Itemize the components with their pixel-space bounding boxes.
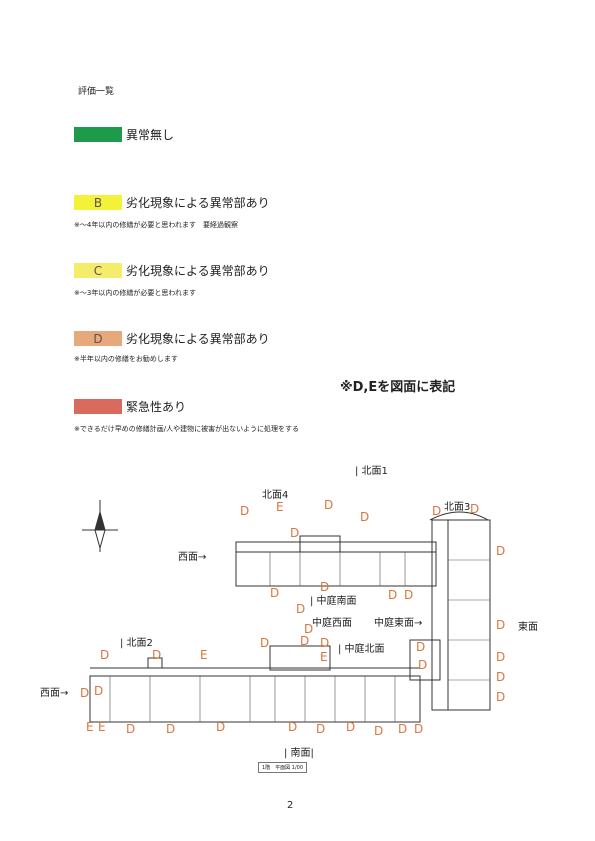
damage-mark: D bbox=[470, 502, 480, 516]
legend-note-e: ※できるだけ早めの修繕計画/人や建物に被害が出ないように処理をする bbox=[74, 425, 299, 433]
damage-mark: D bbox=[418, 658, 428, 672]
legend-row-e: 緊急性あり bbox=[74, 398, 186, 415]
damage-mark: D bbox=[496, 670, 506, 684]
label-north1: | 北面1 bbox=[355, 466, 388, 477]
damage-mark: D bbox=[346, 720, 356, 734]
legend-note-b: ※～4年以内の修繕が必要と思われます 要経過観察 bbox=[74, 221, 238, 229]
damage-mark: E bbox=[276, 500, 284, 514]
legend-row-b: B 劣化現象による異常部あり bbox=[74, 194, 270, 211]
damage-mark: E bbox=[320, 650, 328, 664]
damage-mark: D bbox=[496, 618, 506, 632]
damage-mark: D bbox=[300, 634, 310, 648]
damage-mark: D bbox=[320, 580, 330, 594]
legend-label-a: 異常無し bbox=[126, 128, 175, 142]
page-number: 2 bbox=[287, 800, 294, 811]
damage-mark: D bbox=[496, 690, 506, 704]
damage-mark: D bbox=[398, 722, 408, 736]
legend-grade-c: C bbox=[93, 263, 103, 278]
damage-mark: E bbox=[86, 720, 94, 734]
damage-mark: D bbox=[316, 722, 326, 736]
damage-mark: D bbox=[126, 722, 136, 736]
plan-east-wing bbox=[431, 519, 491, 711]
damage-mark: D bbox=[166, 722, 176, 736]
plan-court-link bbox=[269, 645, 331, 671]
damage-mark: D bbox=[324, 498, 334, 512]
damage-mark: D bbox=[94, 684, 104, 698]
legend-swatch-e bbox=[74, 399, 122, 414]
damage-mark: D bbox=[388, 588, 398, 602]
plan-north-bay bbox=[299, 535, 341, 553]
damage-mark: D bbox=[414, 722, 424, 736]
legend-note-d: ※半年以内の修繕をお勧めします bbox=[74, 355, 178, 363]
plan-north-wing bbox=[235, 541, 437, 587]
legend-grade-a: A bbox=[93, 127, 103, 142]
plan-court-east bbox=[409, 639, 441, 681]
label-court-north: | 中庭北面 bbox=[338, 644, 385, 655]
legend-label-c: 劣化現象による異常部あり bbox=[126, 264, 270, 278]
page-heading: 評価一覧 bbox=[78, 87, 115, 97]
legend-grade-d: D bbox=[93, 331, 103, 346]
damage-mark: E bbox=[200, 648, 208, 662]
damage-mark: D bbox=[432, 504, 442, 518]
label-east: 東面 bbox=[518, 622, 538, 633]
label-court-south: | 中庭南面 bbox=[310, 596, 357, 607]
label-north4: 北面4 bbox=[262, 490, 289, 501]
legend-swatch-c: C bbox=[74, 263, 122, 278]
label-west-north: 西面→ bbox=[178, 552, 207, 563]
label-court-west: 中庭西面 bbox=[312, 618, 352, 629]
legend-row-c: C 劣化現象による異常部あり bbox=[74, 262, 270, 279]
plan-room-dividers bbox=[109, 552, 490, 722]
damage-mark: D bbox=[496, 650, 506, 664]
compass-icon bbox=[82, 500, 118, 552]
legend-grade-b: B bbox=[93, 195, 103, 210]
damage-mark: D bbox=[374, 724, 384, 738]
damage-mark: E bbox=[98, 720, 106, 734]
legend-label-d: 劣化現象による異常部あり bbox=[126, 332, 270, 346]
damage-mark: D bbox=[80, 686, 90, 700]
damage-mark: D bbox=[260, 636, 270, 650]
damage-mark: D bbox=[152, 648, 162, 662]
damage-mark: D bbox=[416, 640, 426, 654]
label-court-east: 中庭東面→ bbox=[374, 618, 423, 629]
label-south: | 南面| bbox=[284, 748, 314, 759]
damage-mark: D bbox=[320, 636, 330, 650]
damage-mark: D bbox=[404, 588, 414, 602]
legend-swatch-d: D bbox=[74, 331, 122, 346]
label-north2: | 北面2 bbox=[120, 638, 153, 649]
plan-south-wing bbox=[89, 675, 421, 723]
label-west-south: 西面→ bbox=[40, 688, 69, 699]
legend-note-c: ※～3年以内の修繕が必要と思われます bbox=[74, 289, 196, 297]
legend-row-a: A 異常無し bbox=[74, 126, 174, 143]
damage-mark: D bbox=[360, 510, 370, 524]
label-north3: 北面3 bbox=[444, 502, 471, 513]
damage-mark: D bbox=[304, 622, 314, 636]
legend-row-d: D 劣化現象による異常部あり bbox=[74, 330, 270, 347]
damage-mark: D bbox=[290, 526, 300, 540]
plan-east-stair-curve bbox=[429, 511, 489, 521]
damage-mark: D bbox=[270, 586, 280, 600]
legend-label-b: 劣化現象による異常部あり bbox=[126, 196, 270, 210]
damage-mark: D bbox=[100, 648, 110, 662]
damage-mark: D bbox=[216, 720, 226, 734]
legend-swatch-b: B bbox=[74, 195, 122, 210]
plan-small-room bbox=[147, 657, 163, 669]
legend-swatch-a: A bbox=[74, 127, 122, 142]
damage-mark: D bbox=[240, 504, 250, 518]
legend-label-e: 緊急性あり bbox=[126, 400, 187, 414]
scale-caption: 1階 平面図 1/00 bbox=[258, 762, 307, 773]
damage-mark: D bbox=[496, 544, 506, 558]
damage-mark: D bbox=[288, 720, 298, 734]
damage-mark: D bbox=[296, 602, 306, 616]
callout-de-marking: ※D,Eを図面に表記 bbox=[340, 380, 456, 395]
